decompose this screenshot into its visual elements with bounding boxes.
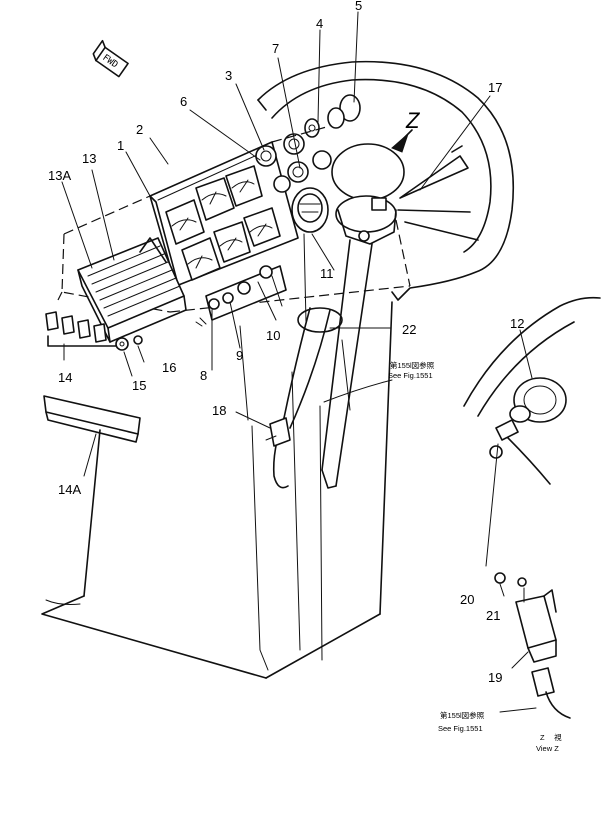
key-switch-inset — [463, 296, 601, 485]
fuse-box — [77, 237, 187, 343]
view-caption: Z 視 View Z — [536, 733, 562, 753]
steering-wheel — [257, 60, 515, 301]
callout-19: 19 — [488, 670, 502, 685]
callout-2: 2 — [136, 122, 143, 137]
reference-switch: 第155l図参照 See Fig.1551 — [438, 710, 485, 733]
z-view-marker: Z — [391, 108, 421, 153]
callout-14: 14 — [58, 370, 72, 385]
reference-switch-jp: 第155l図参照 — [440, 710, 485, 720]
callout-9: 9 — [236, 348, 243, 363]
z-view-letter: Z — [405, 108, 421, 133]
reference-main: 第155l図参照 See Fig.1551 — [388, 360, 435, 380]
callout-4: 4 — [316, 16, 323, 31]
fwd-tag: FWD — [92, 39, 129, 78]
callout-12: 12 — [510, 316, 524, 331]
callout-18: 18 — [212, 403, 226, 418]
switch-assembly — [494, 572, 571, 719]
callout-15: 15 — [132, 378, 146, 393]
callout-3: 3 — [225, 68, 232, 83]
dashboard-panel — [149, 133, 332, 293]
reference-switch-en: See Fig.1551 — [438, 724, 483, 733]
callout-13a: 13A — [48, 168, 71, 183]
view-caption-letters: Z 視 — [540, 733, 562, 742]
callout-11: 11 — [320, 266, 334, 281]
callout-1: 1 — [117, 138, 124, 153]
callout-numbers: 1 2 3 4 5 6 7 8 9 10 11 12 13 13A 14 14A… — [48, 0, 524, 685]
callout-5: 5 — [355, 0, 362, 13]
fuse-clips — [45, 311, 121, 347]
leader-lines — [61, 11, 537, 713]
callout-21: 21 — [486, 608, 500, 623]
callout-14a: 14A — [58, 482, 81, 497]
wire-harness — [265, 307, 343, 489]
view-caption-text: View Z — [536, 744, 559, 753]
callout-16: 16 — [162, 360, 176, 375]
console-body — [41, 301, 393, 679]
lower-switches — [195, 265, 287, 327]
callout-20: 20 — [460, 592, 474, 607]
callout-7: 7 — [272, 41, 279, 56]
callout-13: 13 — [82, 151, 96, 166]
callout-10: 10 — [266, 328, 280, 343]
callout-6: 6 — [180, 94, 187, 109]
reference-main-jp: 第155l図参照 — [390, 360, 435, 370]
cover-plate — [43, 395, 141, 443]
upper-switches — [304, 94, 361, 138]
reference-main-en: See Fig.1551 — [388, 371, 433, 380]
steering-column — [321, 143, 405, 489]
callout-8: 8 — [200, 368, 207, 383]
screw-washer — [115, 335, 143, 351]
callout-17: 17 — [488, 80, 502, 95]
gauge-cluster — [165, 165, 281, 281]
callout-22: 22 — [402, 322, 416, 337]
